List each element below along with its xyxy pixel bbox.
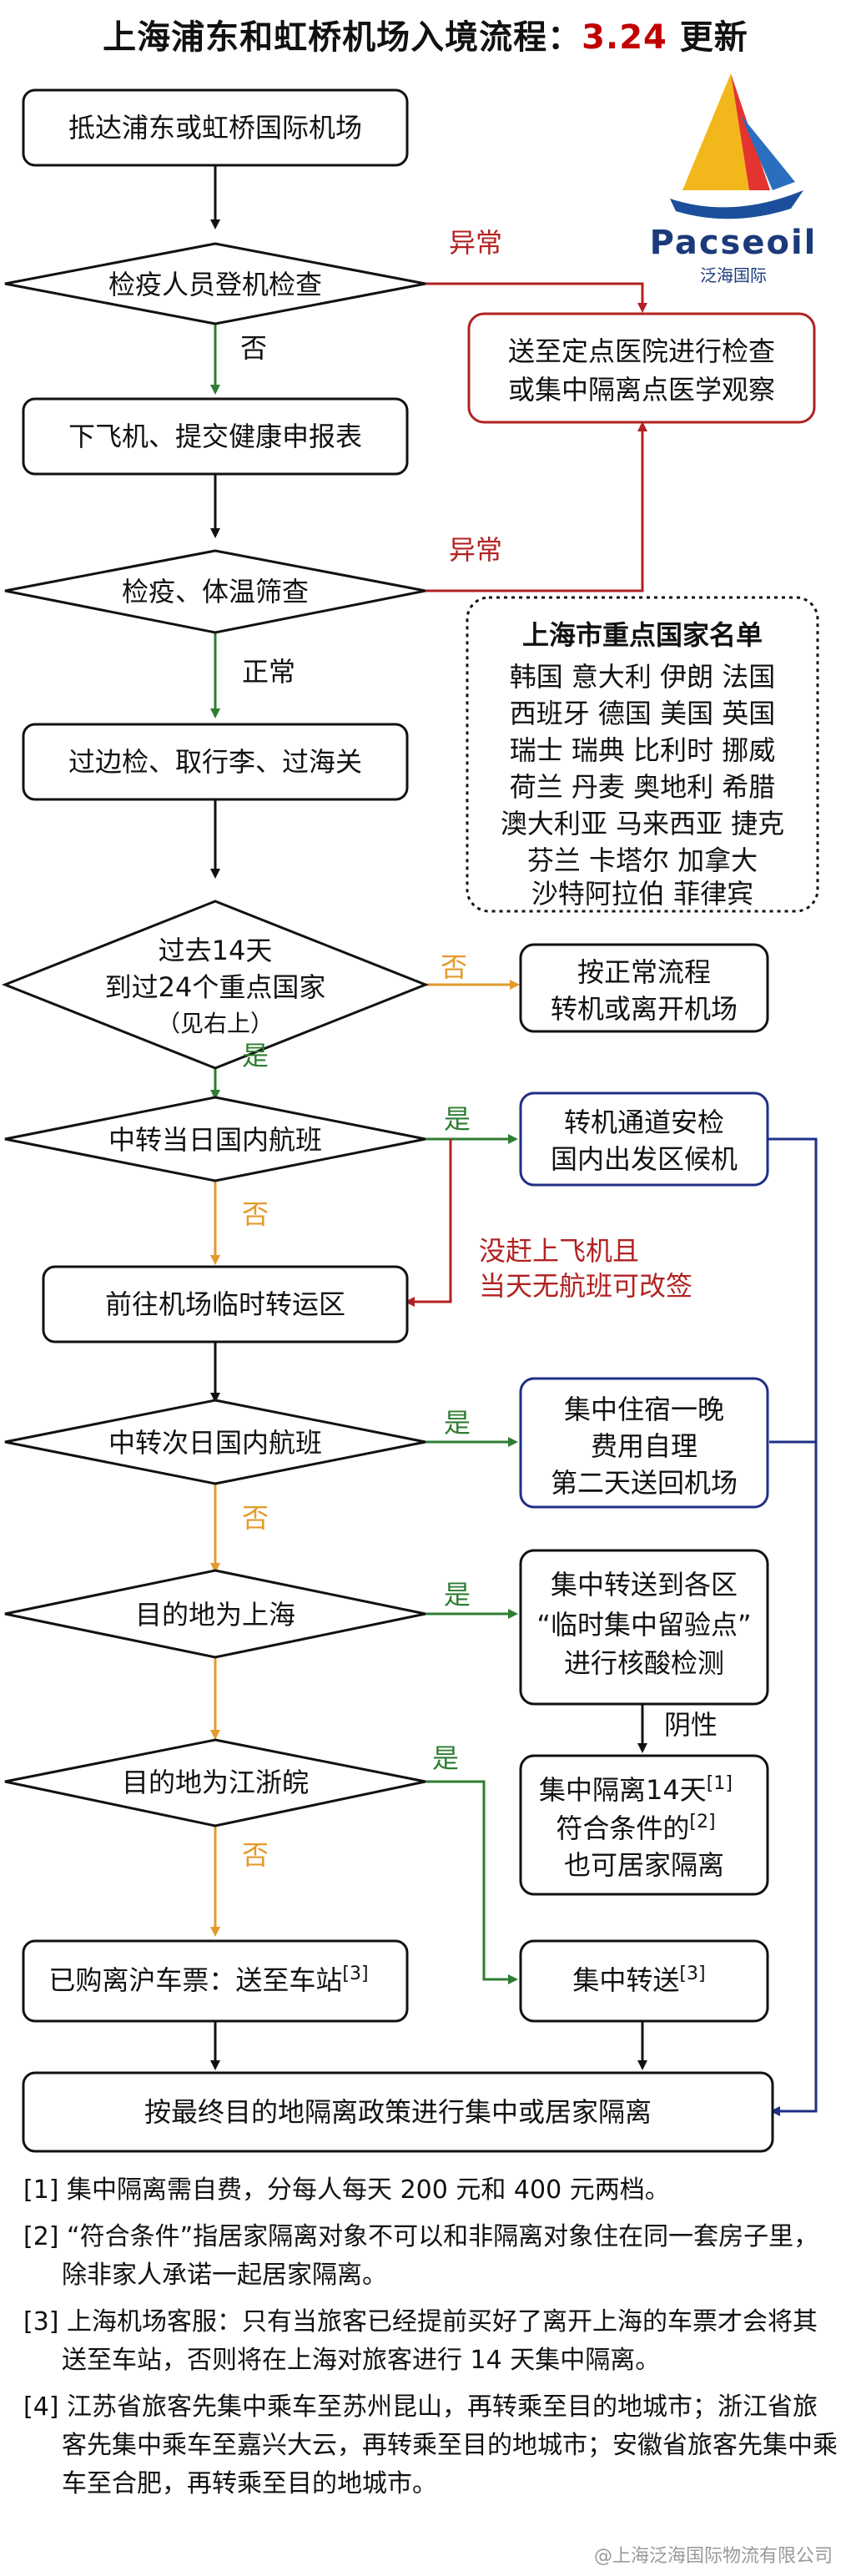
text-overnight-3: 第二天送回机场 <box>551 1467 738 1499</box>
logo-name: Pacseoil <box>649 224 818 262</box>
text-border: 过边检、取行李、过海关 <box>68 746 362 778</box>
label-no-4: 否 <box>242 1502 269 1534</box>
label-abnormal-2: 异常 <box>449 534 502 566</box>
node-isolation <box>519 1754 769 1896</box>
footnote-3: [3] 上海机场客服：只有当旅客已经提前买好了离开上海的车票才会将其送至车站，否… <box>23 2307 818 2375</box>
country-row-1: 韩国 意大利 伊朗 法国 <box>510 661 776 693</box>
text-temp-screen: 检疫、体温筛查 <box>122 576 309 607</box>
arrow-yes-5 <box>426 1780 518 1984</box>
node-dest-jzw <box>4 1738 426 1827</box>
label-no-5: 否 <box>242 1839 269 1871</box>
node-dest-sh <box>4 1569 426 1659</box>
company-logo: Pacseoil 泛海国际 <box>624 65 843 287</box>
title-main: 上海浦东和虹桥机场入境流程： <box>103 18 582 57</box>
text-district-2: “临时集中留验点” <box>536 1609 751 1641</box>
page-title: 上海浦东和虹桥机场入境流程：3.24 更新 <box>0 10 851 58</box>
text-past14-2: 到过24个重点国家 <box>105 971 326 1003</box>
text-overnight-1: 集中住宿一晚 <box>564 1394 724 1425</box>
node-past14 <box>1 900 430 1070</box>
text-isolation-1: 集中隔离14天[1] <box>539 1773 733 1806</box>
node-arrive <box>22 88 409 167</box>
country-row-3: 瑞士 瑞典 比利时 挪威 <box>510 734 776 766</box>
footnote-4: [4] 江苏省旅客先集中乘车至苏州昆山，再转乘至目的地城市；浙江省旅客先集中乘车… <box>23 2392 838 2498</box>
text-overnight-2: 费用自理 <box>591 1430 697 1462</box>
label-abnormal-1: 异常 <box>449 227 502 259</box>
text-transfer-gate-1: 转机通道安检 <box>564 1107 724 1138</box>
node-district <box>519 1549 769 1706</box>
node-transfer-gate <box>519 1091 769 1187</box>
country-row-2: 西班牙 德国 美国 英国 <box>510 698 776 729</box>
logo-subtitle: 泛海国际 <box>700 265 767 285</box>
text-next-day: 中转次日国内航班 <box>108 1427 322 1459</box>
text-normal-flow-2: 转机或离开机场 <box>551 993 738 1025</box>
label-yes-4: 是 <box>444 1579 471 1611</box>
node-station <box>22 1939 409 2023</box>
node-same-day <box>4 1096 426 1182</box>
node-overnight <box>519 1377 769 1509</box>
footnote-1: [1] 集中隔离需自费，分每人每天 200 元和 400 元两档。 <box>23 2175 670 2205</box>
text-temp-zone: 前往机场临时转运区 <box>105 1288 345 1320</box>
node-border <box>22 723 409 801</box>
arrow-abnormal-1 <box>426 282 647 313</box>
text-quarantine-check: 检疫人员登机检查 <box>108 269 322 300</box>
country-list-box <box>466 596 819 913</box>
footnote-2: [2] “符合条件”指居家隔离对象不可以和非隔离对象住在同一套房子里，除非家人承… <box>23 2222 819 2290</box>
text-same-day: 中转当日国内航班 <box>108 1124 322 1156</box>
label-yes-2: 是 <box>444 1103 471 1135</box>
country-list-title: 上海市重点国家名单 <box>522 619 763 651</box>
label-yes-1: 是 <box>242 1040 269 1071</box>
text-deplane: 下飞机、提交健康申报表 <box>68 421 362 452</box>
text-hospital-1: 送至定点医院进行检查 <box>508 335 775 367</box>
flowchart-svg: 抵达浦东或虹桥国际机场 检疫人员登机检查 送至定点医院进行检查 或集中隔离点医学… <box>1 88 819 2153</box>
label-missed-2: 当天无航班可改签 <box>479 1270 692 1302</box>
arrow-abnormal-2 <box>426 421 647 592</box>
arrow-missed-flight <box>405 1139 452 1307</box>
label-no-1: 否 <box>240 332 267 364</box>
text-dest-sh: 目的地为上海 <box>135 1599 295 1631</box>
sail-logo-icon <box>670 73 803 219</box>
label-yes-5: 是 <box>432 1742 459 1774</box>
text-isolation-3: 也可居家隔离 <box>564 1849 724 1881</box>
node-temp-screen <box>4 549 426 634</box>
node-normal-flow <box>519 943 769 1033</box>
footnotes: [1] 集中隔离需自费，分每人每天 200 元和 400 元两档。 [2] “符… <box>23 2171 841 2512</box>
country-row-5: 澳大利亚 马来西亚 捷克 <box>501 808 784 839</box>
node-quarantine-check <box>4 242 426 325</box>
node-deplane <box>22 397 409 476</box>
text-district-3: 进行核酸检测 <box>564 1647 724 1679</box>
label-no-3: 否 <box>242 1198 269 1230</box>
node-next-day <box>4 1399 426 1485</box>
label-negative: 阴性 <box>664 1709 718 1741</box>
title-accent: 3.24 <box>582 18 667 57</box>
label-missed-1: 没赶上飞机且 <box>479 1235 639 1267</box>
text-normal-flow-1: 按正常流程 <box>577 956 711 988</box>
text-station: 已购离沪车票：送至车站[3] <box>48 1964 368 1996</box>
country-row-6: 芬兰 卡塔尔 加拿大 <box>527 844 758 876</box>
node-transfer <box>519 1939 769 2023</box>
text-dest-jzw: 目的地为江浙皖 <box>122 1767 309 1798</box>
node-temp-zone <box>42 1265 409 1343</box>
text-transfer-gate-2: 国内出发区候机 <box>551 1143 738 1175</box>
node-final <box>22 2071 774 2153</box>
label-yes-3: 是 <box>444 1407 471 1439</box>
text-arrive: 抵达浦东或虹桥国际机场 <box>68 112 362 144</box>
title-suffix: 更新 <box>667 18 748 57</box>
text-final: 按最终目的地隔离政策进行集中或居家隔离 <box>144 2096 652 2128</box>
text-hospital-2: 或集中隔离点医学观察 <box>508 374 775 406</box>
label-no-2: 否 <box>441 951 467 983</box>
text-past14-3: （见右上） <box>157 1010 274 1037</box>
watermark: @上海泛海国际物流有限公司 <box>593 2546 833 2567</box>
node-hospital <box>467 312 816 424</box>
country-row-7: 沙特阿拉伯 菲律宾 <box>531 878 753 910</box>
label-normal: 正常 <box>242 656 295 688</box>
country-row-4: 荷兰 丹麦 奥地利 希腊 <box>510 771 776 803</box>
arrow-navy-bypass <box>768 1137 818 2116</box>
text-past14-1: 过去14天 <box>159 935 273 966</box>
text-isolation-2: 符合条件的[2] <box>556 1812 715 1844</box>
text-district-1: 集中转送到各区 <box>551 1569 738 1601</box>
text-transfer: 集中转送[3] <box>572 1964 705 1996</box>
